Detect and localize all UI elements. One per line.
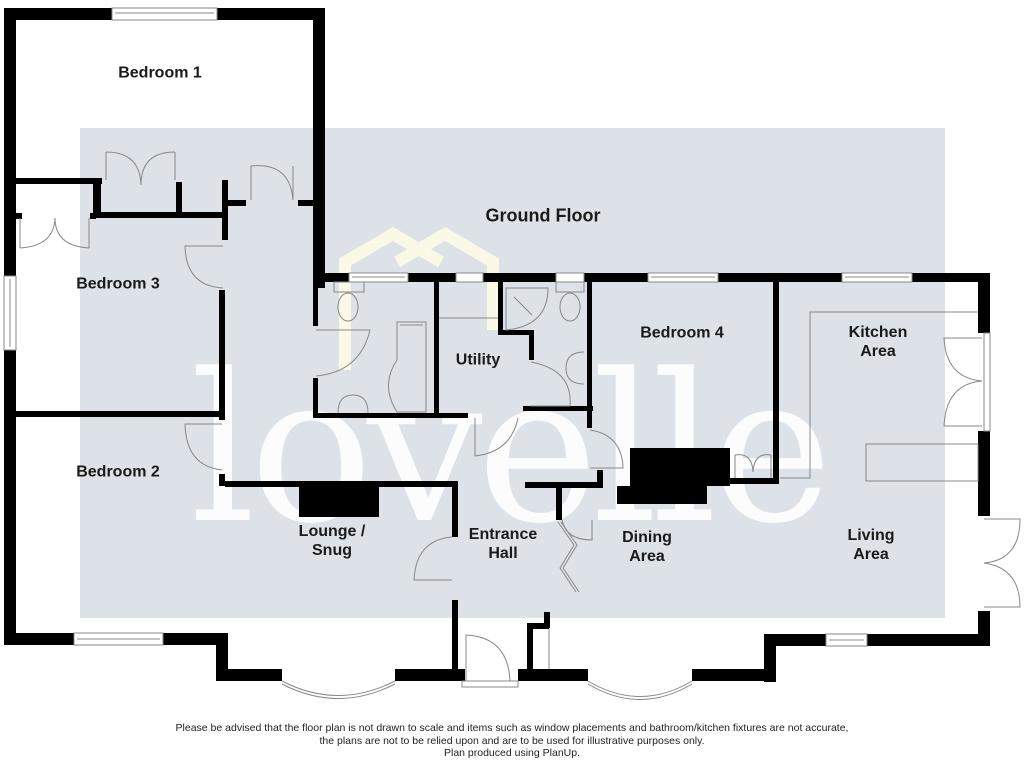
bath-icon xyxy=(388,321,427,413)
window-bedroom-1 xyxy=(111,7,218,21)
sink-icon xyxy=(565,351,585,385)
window-utility xyxy=(455,272,484,283)
kitchen-island-icon xyxy=(865,443,979,482)
fixtures xyxy=(333,281,979,482)
toilet-icon xyxy=(337,292,359,322)
bay-window-dining xyxy=(587,680,693,697)
walls xyxy=(4,8,990,682)
windows xyxy=(3,7,991,647)
doors xyxy=(19,151,1021,688)
watermark-text: lovelle xyxy=(190,331,827,569)
watermark-house-logo-icon xyxy=(339,227,499,370)
bay-windows xyxy=(281,680,693,700)
bay-window-lounge xyxy=(281,680,396,696)
shower-tray-icon xyxy=(505,287,549,331)
kitchen-worktop-icon xyxy=(780,311,978,479)
window-shower xyxy=(555,272,585,283)
toilet-icon xyxy=(559,292,581,322)
sink-icon xyxy=(337,394,369,414)
window-kitchen-door-frame xyxy=(983,332,991,432)
